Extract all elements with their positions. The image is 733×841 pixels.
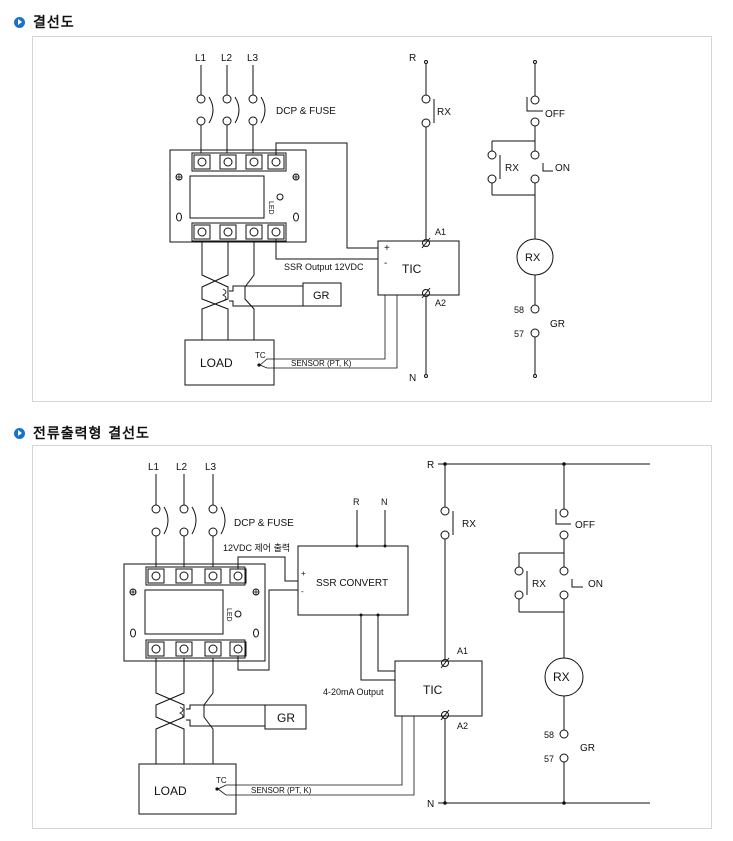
tic-box	[394, 660, 483, 717]
convert-minus: -	[301, 587, 304, 596]
tc-label: TC	[216, 776, 227, 785]
terminal-58: 58	[544, 730, 554, 740]
current-output-diagram-panel: L1 L2 L3 DCP & FUSE LED 12VDC 제어 출력	[32, 445, 712, 829]
rx-contact-label: RX	[437, 107, 451, 118]
power-r-label: R	[427, 460, 434, 471]
rx-coil-label: RX	[553, 670, 570, 684]
rx-contact-label: RX	[462, 519, 476, 530]
current-output-diagram: L1 L2 L3 DCP & FUSE LED 12VDC 제어 출력	[123, 460, 650, 815]
dcp-fuse-label: DCP & FUSE	[234, 518, 294, 529]
section-title-wiring: 결선도	[14, 12, 75, 32]
label-l1: L1	[195, 53, 207, 64]
load-box	[184, 339, 275, 386]
chevron-right-icon	[14, 427, 25, 439]
terminal-58: 58	[514, 305, 524, 315]
tic-a1: A1	[457, 646, 468, 656]
dcp-fuse-contacts	[196, 94, 266, 126]
tic-a2: A2	[457, 721, 468, 731]
wiring-diagram: L1 L2 L3 DCP & FUSE LED SSR	[169, 53, 570, 386]
power-r-label: R	[409, 53, 416, 64]
off-label: OFF	[545, 109, 565, 120]
tic-a2: A2	[435, 298, 446, 308]
load-box	[138, 763, 237, 815]
gr-contact-label: GR	[550, 319, 565, 330]
tic-label: TIC	[402, 262, 422, 276]
convert-n-label: N	[381, 497, 388, 507]
tic-box	[377, 240, 460, 296]
tic-label: TIC	[423, 683, 443, 697]
off-label: OFF	[575, 520, 595, 531]
sensor-label: SENSOR (PT, K)	[251, 786, 312, 795]
gr-label: GR	[277, 711, 295, 725]
vdc-label: 12VDC 제어 출력	[223, 542, 290, 553]
ssr-relay	[169, 149, 307, 243]
convert-r-label: R	[353, 497, 360, 507]
chevron-right-icon	[14, 16, 25, 28]
dcp-fuse-label: DCP & FUSE	[276, 106, 336, 117]
label-l1: L1	[148, 462, 160, 473]
gr-contact-label: GR	[580, 743, 595, 754]
rx-coil-label: RX	[525, 252, 541, 264]
ssr-convert-box	[297, 545, 409, 616]
section-title-text: 결선도	[33, 15, 75, 31]
dcp-fuse-contacts	[151, 504, 226, 537]
on-label: ON	[555, 163, 570, 174]
gr-label: GR	[313, 290, 330, 302]
on-label: ON	[588, 579, 603, 590]
led-label: LED	[225, 608, 232, 622]
ssr-output-label: SSR Output 12VDC	[284, 262, 364, 272]
convert-plus: +	[301, 569, 306, 578]
label-l2: L2	[221, 53, 233, 64]
gr-box	[302, 282, 342, 307]
gr-box	[264, 704, 307, 730]
ssr-relay	[123, 563, 266, 662]
load-label: LOAD	[200, 356, 233, 370]
label-l3: L3	[247, 53, 259, 64]
power-n-label: N	[427, 799, 434, 810]
section-title-current-output: 전류출력형 결선도	[14, 423, 150, 443]
tic-plus: +	[384, 243, 390, 254]
terminal-57: 57	[514, 329, 524, 339]
wiring-diagram-panel: L1 L2 L3 DCP & FUSE LED SSR	[32, 36, 712, 402]
terminal-57: 57	[544, 754, 554, 764]
tic-a1: A1	[435, 227, 446, 237]
tic-minus: -	[384, 258, 387, 269]
label-l2: L2	[176, 462, 188, 473]
rx-hold-label: RX	[505, 163, 519, 174]
rx-hold-label: RX	[532, 579, 546, 590]
label-l3: L3	[205, 462, 217, 473]
led-label: LED	[267, 201, 274, 215]
section-title-text: 전류출력형 결선도	[33, 426, 150, 442]
power-n-label: N	[409, 373, 416, 384]
ssr-convert-label: SSR CONVERT	[316, 578, 388, 589]
tc-label: TC	[255, 351, 266, 360]
load-label: LOAD	[154, 784, 187, 798]
sensor-label: SENSOR (PT, K)	[291, 359, 352, 368]
output-label: 4-20mA Output	[323, 687, 384, 697]
